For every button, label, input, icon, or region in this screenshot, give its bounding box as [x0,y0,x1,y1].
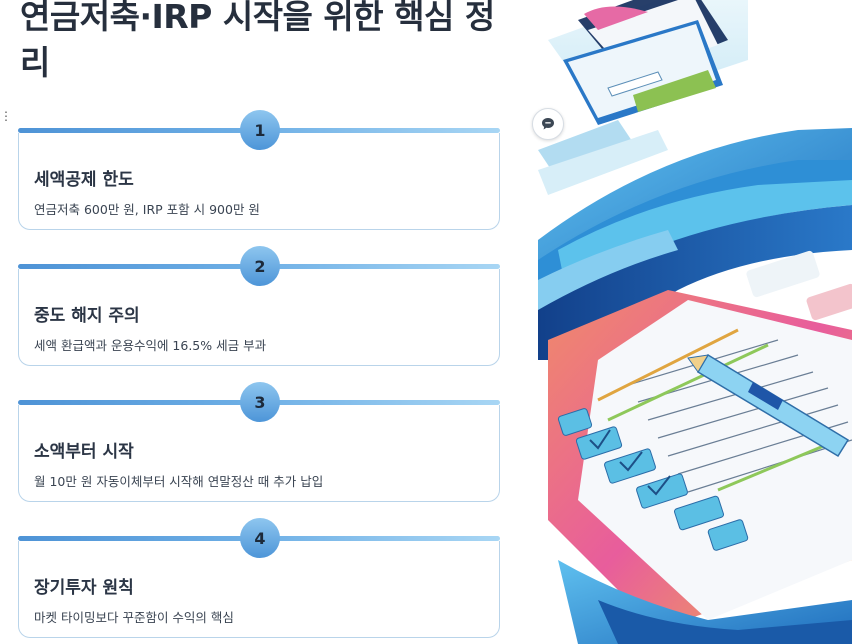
card-body: 소액부터 시작 월 10만 원 자동이체부터 시작해 연말정산 때 추가 납입 [18,405,500,502]
card-body: 중도 해지 주의 세액 환급액과 운용수익에 16.5% 세금 부과 [18,269,500,366]
step-number-badge: 1 [240,110,280,150]
finance-documents-illustration [538,0,852,644]
card-title: 장기투자 원칙 [34,578,134,598]
info-card: 장기투자 원칙 마켓 타이밍보다 꾸준함이 수익의 핵심 4 [18,518,500,638]
step-number-badge: 3 [240,382,280,422]
card-description: 마켓 타이밍보다 꾸준함이 수익의 핵심 [34,610,234,625]
card-description: 세액 환급액과 운용수익에 16.5% 세금 부과 [34,338,267,353]
info-card: 소액부터 시작 월 10만 원 자동이체부터 시작해 연말정산 때 추가 납입 … [18,382,500,502]
info-card: 중도 해지 주의 세액 환급액과 운용수익에 16.5% 세금 부과 2 [18,246,500,366]
comment-button[interactable] [532,108,564,140]
info-card: 세액공제 한도 연금저축 600만 원, IRP 포함 시 900만 원 1 [18,110,500,230]
drag-handle-icon[interactable]: ⋮ [0,109,12,123]
comment-icon [542,118,554,130]
step-number-badge: 4 [240,518,280,558]
page-title: 연금저축·IRP 시작을 위한 핵심 정리 [20,0,495,82]
card-title: 중도 해지 주의 [34,306,140,326]
card-title: 소액부터 시작 [34,442,134,462]
card-description: 월 10만 원 자동이체부터 시작해 연말정산 때 추가 납입 [34,474,324,489]
card-description: 연금저축 600만 원, IRP 포함 시 900만 원 [34,202,260,217]
card-title: 세액공제 한도 [34,170,134,190]
step-number-badge: 2 [240,246,280,286]
